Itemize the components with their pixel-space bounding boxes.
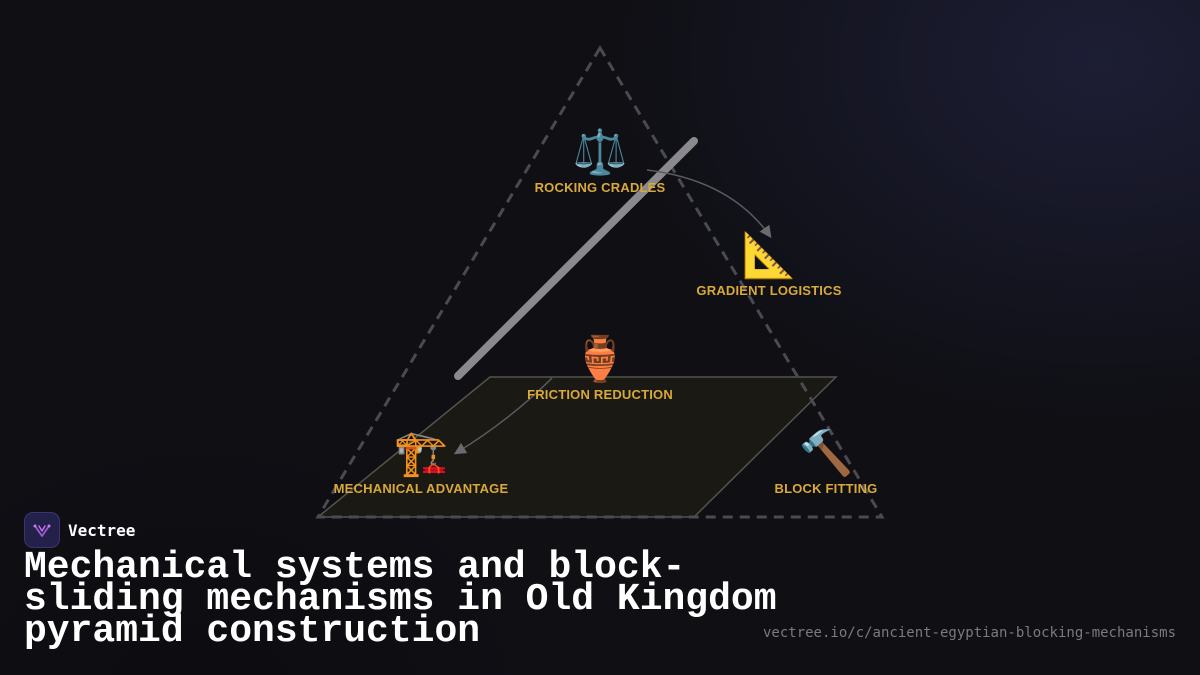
node-block-fitting: 🔨 BLOCK FITTING [774,428,878,497]
pyramid-outline [315,45,885,519]
node-label: GRADIENT LOGISTICS [696,283,842,298]
node-label: ROCKING CRADLES [534,180,666,195]
crane-icon: 🏗️ [393,428,449,479]
node-label: MECHANICAL ADVANTAGE [333,481,509,496]
ramp-line [454,137,698,380]
vectree-logo-icon [24,512,60,548]
brand: Vectree [24,512,135,548]
base-plane [315,376,838,518]
source-url: vectree.io/c/ancient-egyptian-blocking-m… [762,625,1176,641]
node-mechanical-advantage: 🏗️ MECHANICAL ADVANTAGE [333,428,509,497]
page-title: Mechanical systems and block-sliding mec… [24,546,777,653]
node-rocking-cradles: ⚖️ ROCKING CRADLES [534,127,666,196]
node-friction-reduction: 🏺 FRICTION REDUCTION [527,334,673,403]
arrow-friction-to-mechanical [453,377,553,455]
hammer-icon: 🔨 [798,428,854,479]
arrow-rocking-to-gradient [646,169,772,238]
node-label: BLOCK FITTING [774,481,878,496]
amphora-icon: 🏺 [572,334,628,385]
balance-scale-icon: ⚖️ [572,127,628,178]
node-label: FRICTION REDUCTION [527,387,673,402]
node-gradient-logistics: 📐 GRADIENT LOGISTICS [696,230,842,299]
triangular-ruler-icon: 📐 [741,230,797,281]
brand-name: Vectree [68,520,136,540]
